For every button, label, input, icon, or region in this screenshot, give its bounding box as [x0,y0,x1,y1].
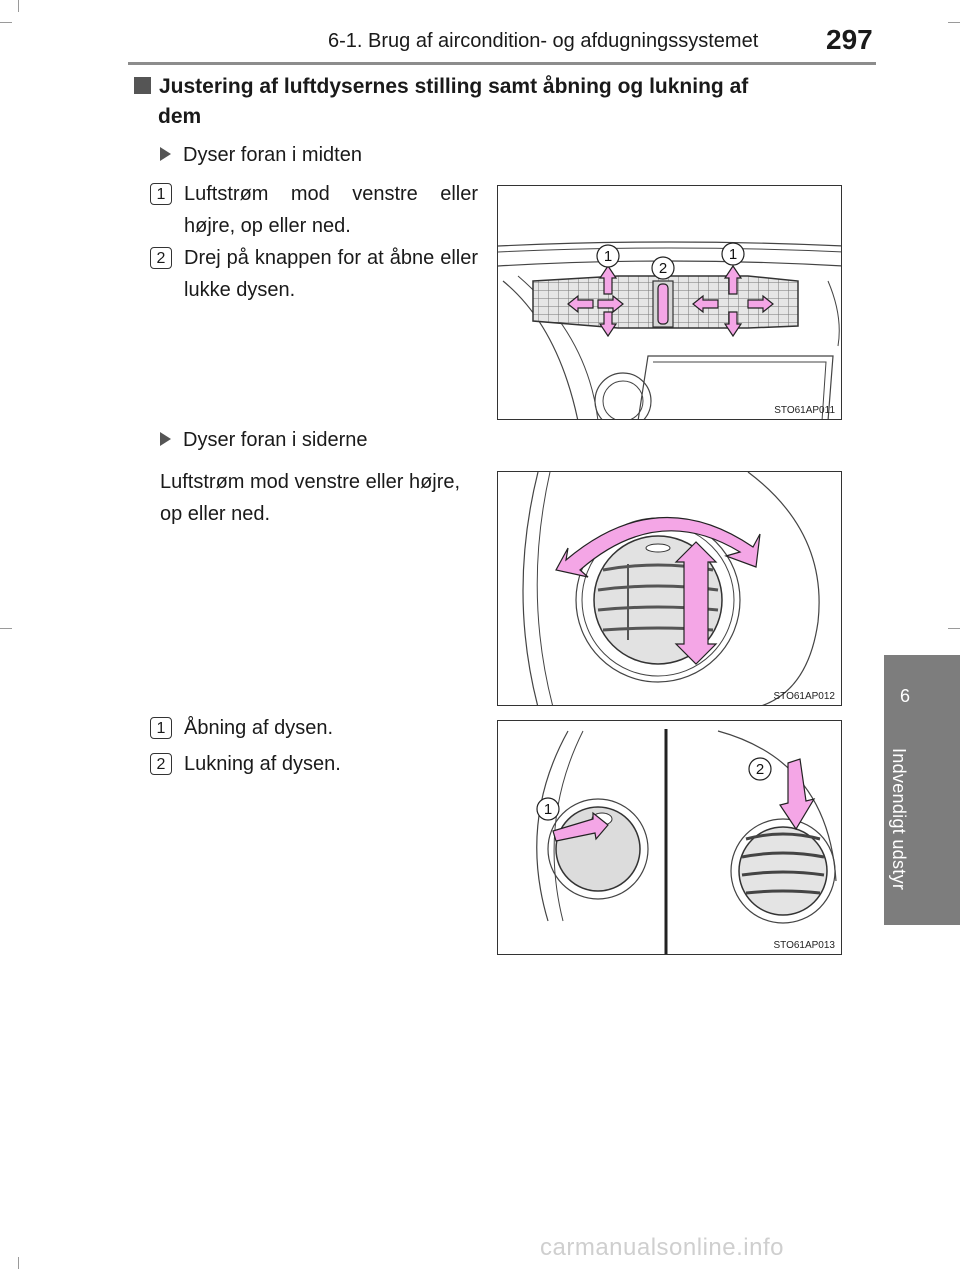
section-title-line1: Justering af luftdysernes stilling samt … [159,75,749,98]
sub-heading-text: Dyser foran i midten [183,144,362,166]
callout-2: 2 [659,260,667,277]
step-item: 2 Lukning af dysen. [150,748,478,780]
header-rule [128,62,876,65]
open-close-illustration: 1 2 [536,729,837,954]
triangle-bullet-icon [160,147,171,161]
sub-heading-side-vents: Dyser foran i siderne [160,427,368,453]
crop-mark [18,1257,19,1269]
step-item: 2 Drej på knappen for at åbne eller lukk… [150,242,478,306]
step-text: Luftstrøm mod venstre eller højre, op el… [184,183,478,237]
triangle-bullet-icon [160,432,171,446]
section-title-line2: dem [158,105,202,128]
side-vents-description: Luftstrøm mod venstre eller højre, op el… [160,471,461,525]
page-number: 297 [826,24,873,55]
center-vents-illustration: 1 2 1 [498,241,841,419]
side-vent-illustration [522,472,820,705]
chapter-tab-label: Indvendigt udstyr [889,748,909,891]
step-number-badge: 2 [150,247,172,269]
step-text: Drej på knappen for at åbne eller lukke … [184,247,478,301]
sub-heading-text: Dyser foran i siderne [183,429,368,451]
step-text: Lukning af dysen. [184,753,341,775]
crop-mark [948,22,960,23]
chapter-header: 6-1. Brug af aircondition- og afdugnings… [328,30,759,52]
figure-center-vents: 1 2 1 STO61AP011 [497,185,842,420]
figure-code: STO61AP011 [774,405,835,416]
callout-1: 1 [544,801,552,818]
callout-1: 1 [604,248,612,265]
section-title: Justering af luftdysernes stilling samt … [134,72,838,132]
chapter-tab-number: 6 [899,686,910,706]
figure-side-vents: STO61AP012 [497,471,842,706]
callout-1: 1 [729,246,737,263]
step-item: 1 Åbning af dysen. [150,712,478,744]
step-number-badge: 1 [150,183,172,205]
crop-mark [18,0,19,12]
figure-code: STO61AP012 [773,691,835,702]
chapter-tab [884,655,960,925]
square-bullet-icon [134,77,151,94]
figure-code: STO61AP013 [773,940,835,951]
callout-2: 2 [756,761,764,778]
step-number-badge: 2 [150,753,172,775]
watermark: carmanualsonline.info [540,1234,784,1261]
step-item: 1 Luftstrøm mod venstre eller højre, op … [150,178,478,242]
crop-mark [0,22,12,23]
crop-mark [0,628,12,629]
sub-heading-center-vents: Dyser foran i midten [160,142,362,168]
figure-open-close: 1 2 STO61AP013 [497,720,842,955]
step-text: Åbning af dysen. [184,717,333,739]
step-number-badge: 1 [150,717,172,739]
crop-mark [948,628,960,629]
